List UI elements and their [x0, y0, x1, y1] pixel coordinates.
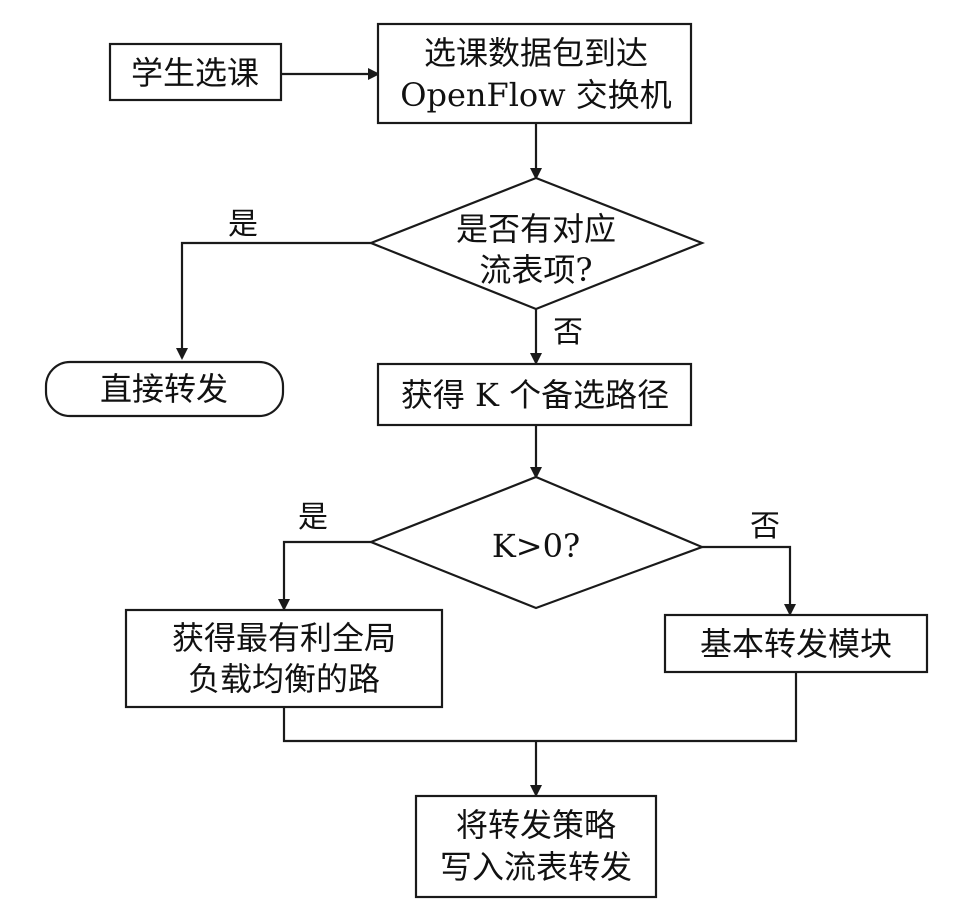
node-basic-forward-label: 基本转发模块	[700, 625, 892, 663]
node-direct-forward-label: 直接转发	[100, 370, 228, 408]
node-write-flow-line2: 写入流表转发	[440, 848, 632, 886]
edge-label-flow-no: 否	[553, 315, 583, 350]
node-best-lb-path	[124, 608, 444, 709]
edge-decision2-no	[702, 545, 796, 616]
node-write-flow	[414, 794, 658, 899]
node-get-k-paths	[376, 362, 693, 427]
node-get-k-paths-label: 获得 K 个备选路径	[401, 376, 669, 414]
edge-label-flow-yes: 是	[228, 207, 258, 242]
node-best-lb-path-line1: 获得最有利全局	[172, 619, 396, 657]
decision-has-flow-entry-line2: 流表项?	[479, 251, 592, 289]
node-packet-arrive-line1: 选课数据包到达	[424, 34, 648, 72]
node-packet-arrive	[376, 22, 693, 125]
decision-has-flow-entry-line1: 是否有对应	[456, 210, 616, 248]
edge-merge-line	[282, 672, 798, 743]
edge-decision1-yes	[176, 241, 371, 360]
node-student-select-label: 学生选课	[131, 54, 259, 92]
node-write-flow-line1: 将转发策略	[456, 806, 616, 844]
decision-k-positive-label: K>0?	[492, 527, 580, 565]
edge-decision2-yes	[278, 540, 371, 611]
node-basic-forward	[663, 613, 929, 674]
decision-has-flow-entry	[368, 176, 705, 311]
node-student-select	[108, 42, 283, 102]
edge-label-k-yes: 是	[298, 500, 328, 535]
node-direct-forward	[44, 360, 285, 418]
node-packet-arrive-line2: OpenFlow 交换机	[400, 76, 672, 114]
node-best-lb-path-line2: 负载均衡的路	[188, 660, 380, 698]
decision-k-positive	[368, 475, 705, 610]
edge-label-k-no: 否	[750, 509, 780, 544]
